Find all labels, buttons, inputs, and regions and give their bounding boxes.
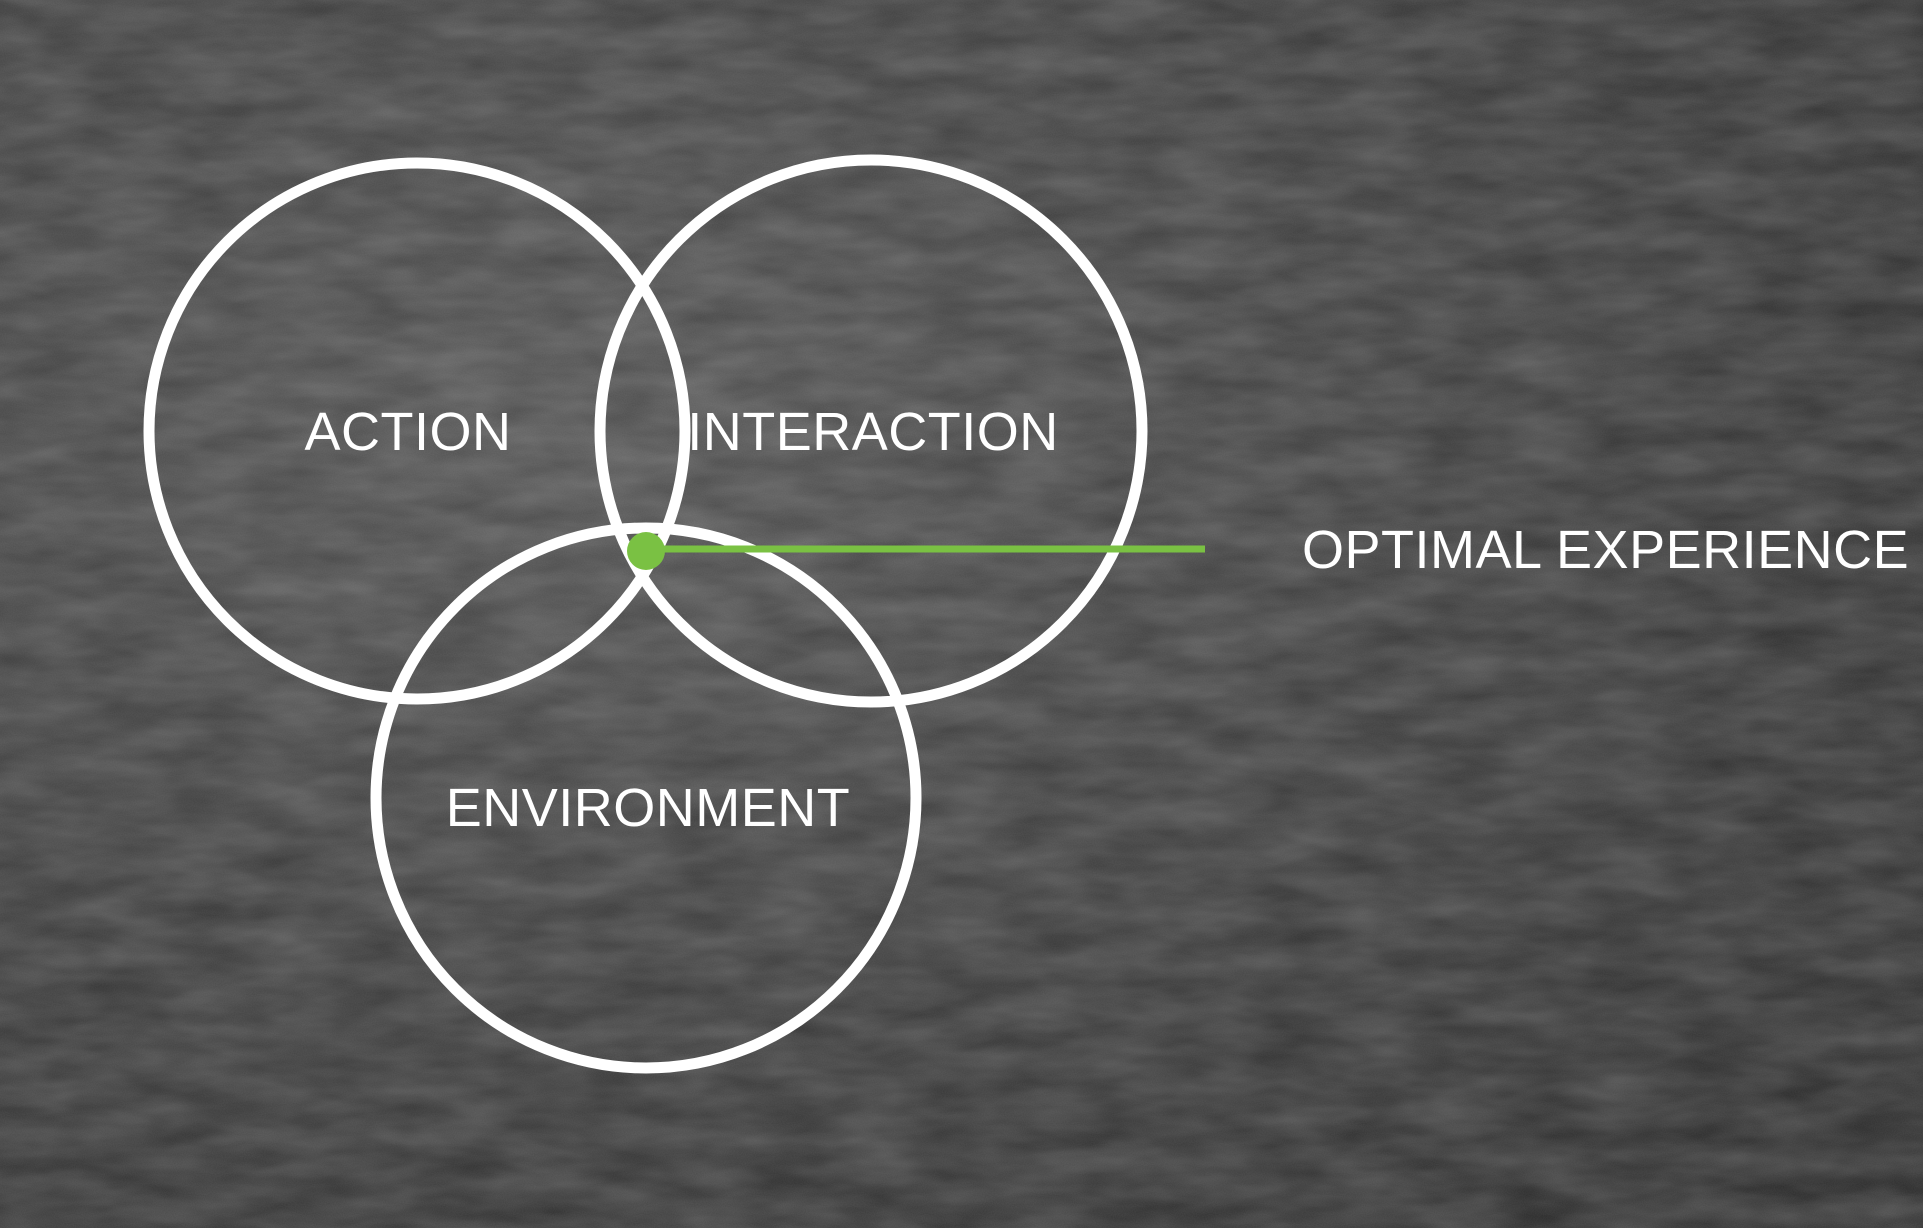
interaction-circle (594, 154, 1148, 708)
environment-label: ENVIRONMENT (446, 778, 851, 838)
optimal-experience-label: OPTIMAL EXPERIENCE (1302, 520, 1909, 580)
intersection-marker (627, 532, 665, 570)
action-label: ACTION (304, 402, 511, 462)
interaction-label: INTERACTION (687, 402, 1059, 462)
environment-circle (370, 522, 922, 1074)
action-circle (143, 157, 691, 705)
